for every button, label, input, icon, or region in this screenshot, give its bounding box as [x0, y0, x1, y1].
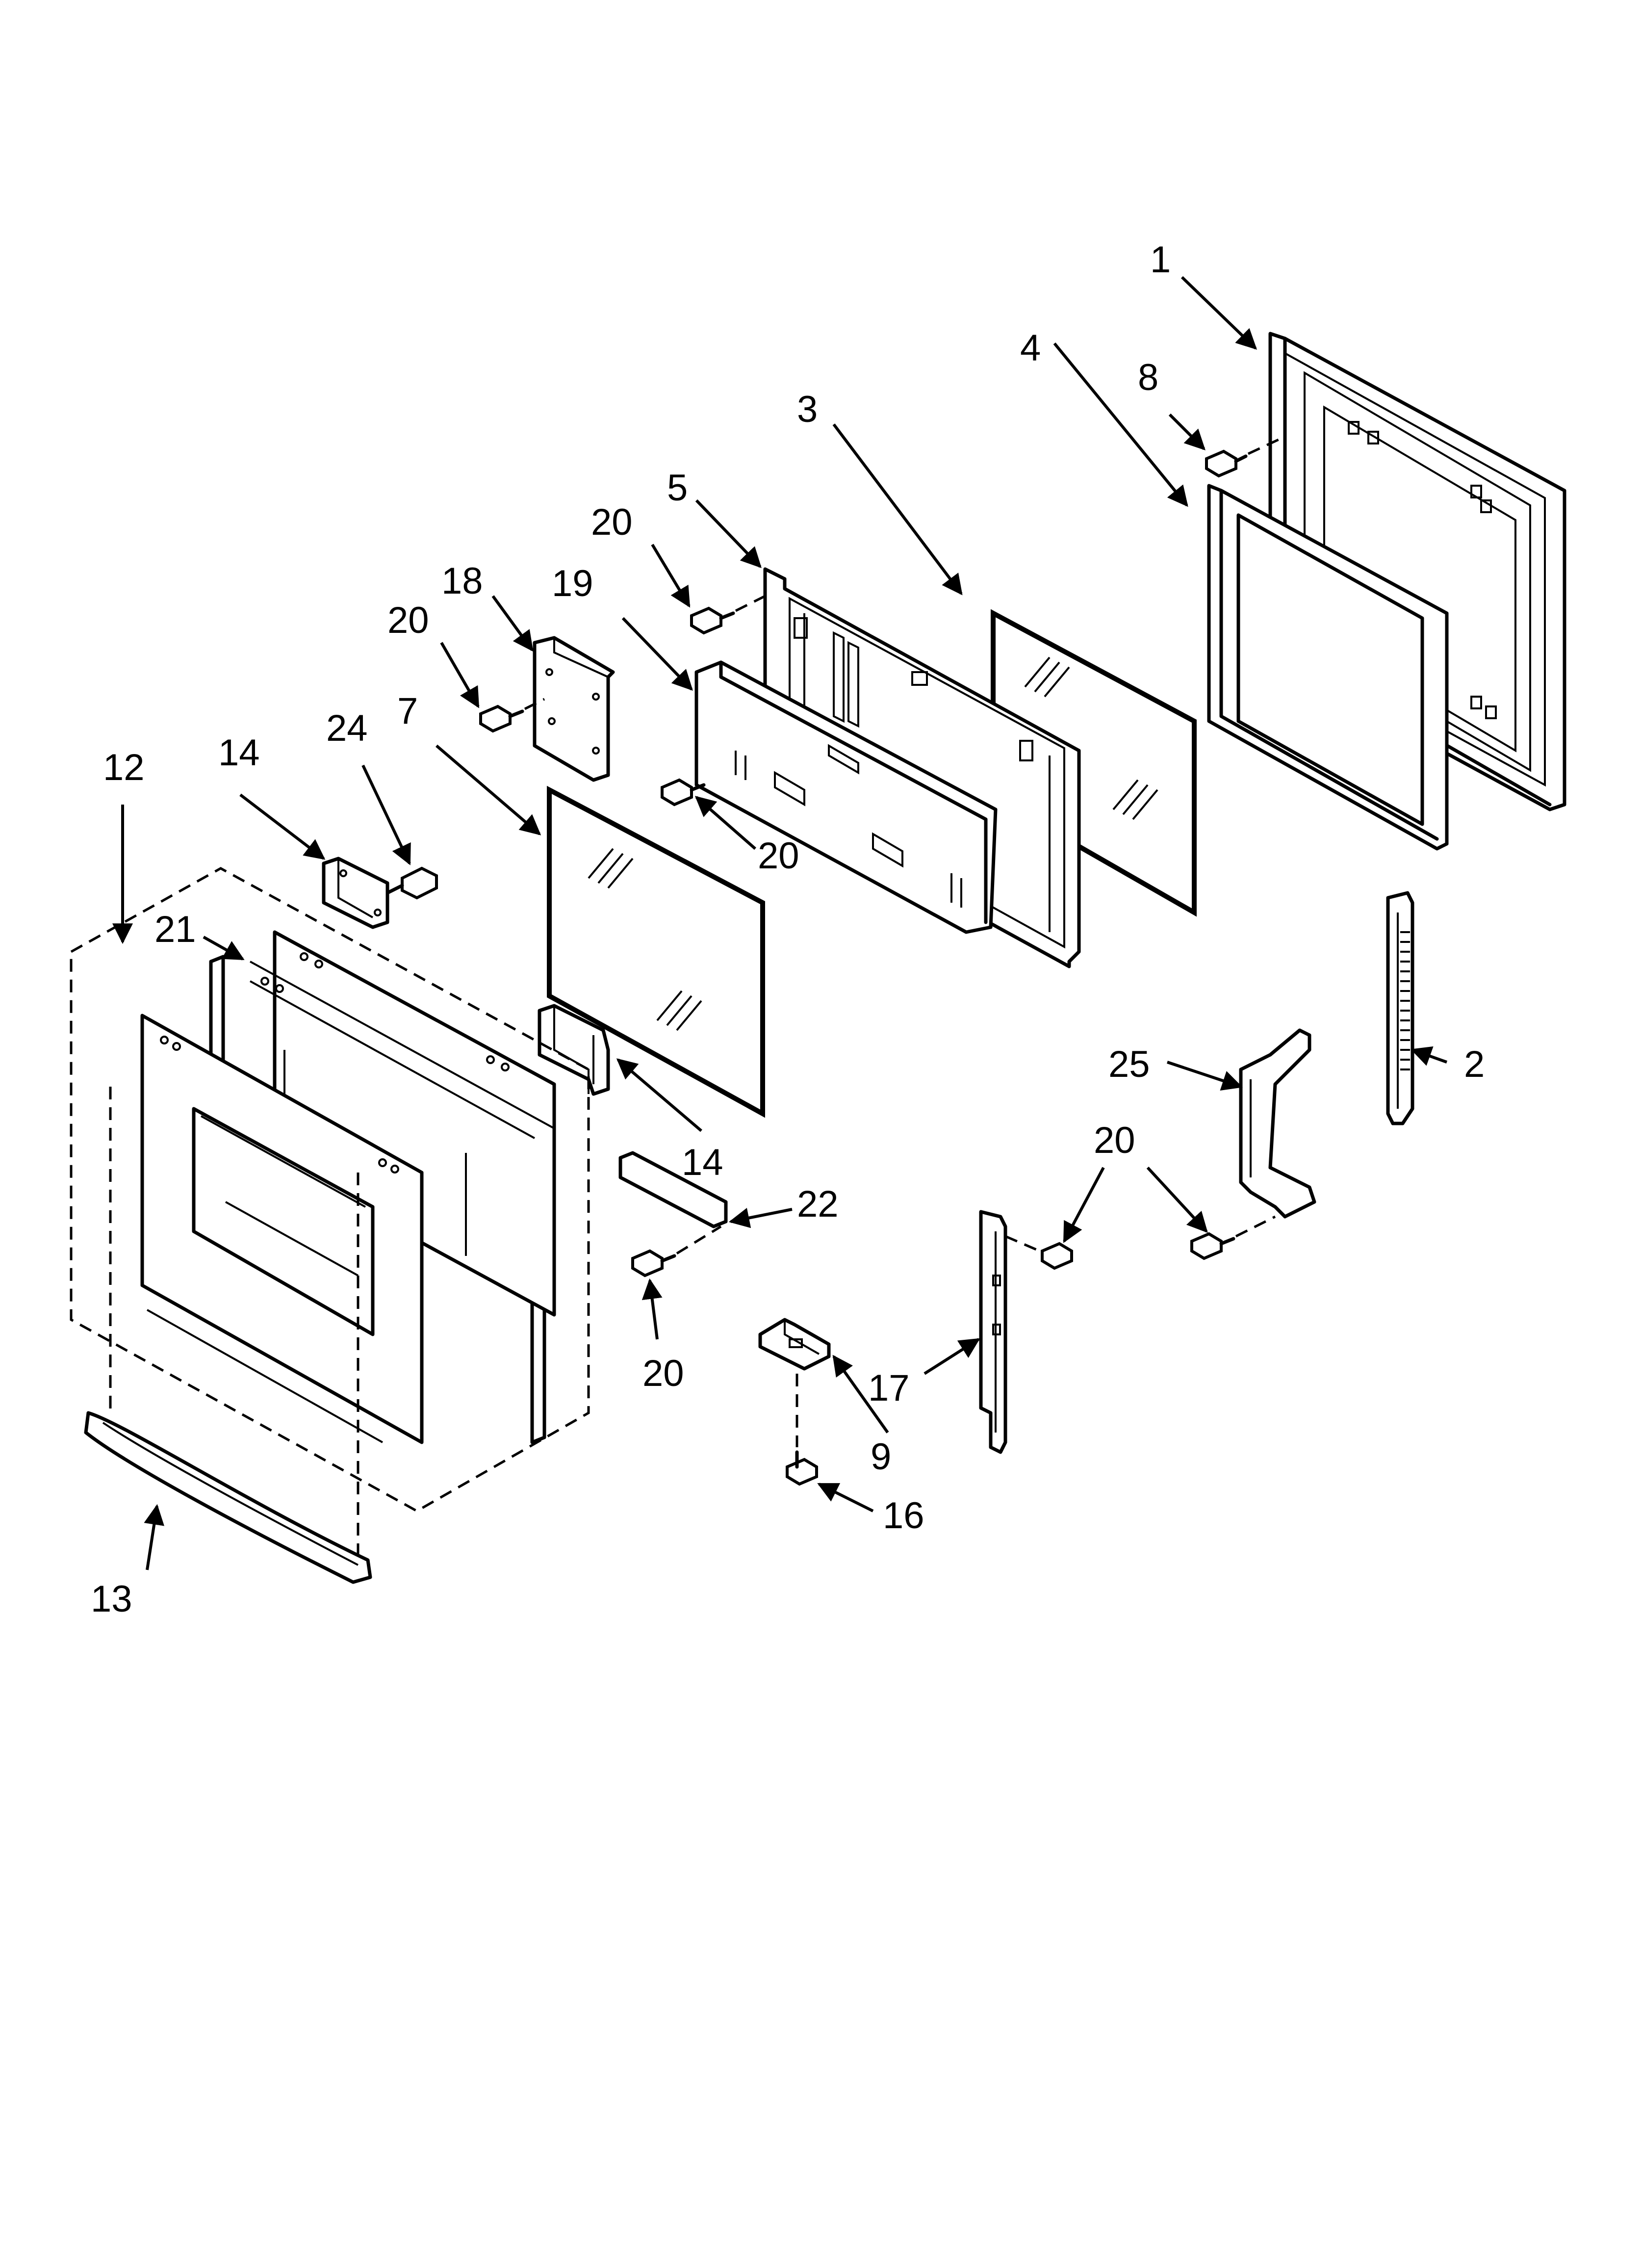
part-25-bracket [1239, 1028, 1316, 1219]
part-13-door-handle [84, 1411, 372, 1584]
part-8-screw [1205, 449, 1248, 478]
callout-20-a: 20 [591, 501, 633, 543]
door-outer-panel [140, 1014, 424, 1444]
screw-20f-line [1235, 1215, 1276, 1238]
callout-2: 2 [1464, 1043, 1485, 1085]
part-20-screw-a [690, 606, 735, 635]
part-17-vertical-bracket [979, 1210, 1007, 1454]
door-inner-panel [250, 930, 556, 1317]
part-18-bracket-plate [533, 636, 615, 782]
callout-4: 4 [1020, 327, 1041, 369]
callout-20-c: 20 [758, 835, 799, 877]
callout-8: 8 [1138, 357, 1158, 398]
part-20-screw-f [1190, 1232, 1235, 1260]
callout-20-d: 20 [642, 1353, 684, 1394]
part-4-inner-frame [1207, 484, 1449, 851]
callout-25: 25 [1108, 1043, 1150, 1085]
part-7-glass-panel [547, 785, 765, 1118]
part-12-outer-door-assembly [70, 867, 590, 1512]
screw-20b-line [524, 698, 545, 710]
screw-20e-line [1005, 1235, 1040, 1252]
part-20-screw-e [1041, 1242, 1073, 1270]
callout-20-e: 20 [1094, 1120, 1135, 1161]
screw-20a-line [735, 595, 766, 612]
callout-14-b: 14 [682, 1142, 723, 1183]
part-2-hinge [1386, 891, 1414, 1125]
callout-22: 22 [797, 1183, 839, 1225]
part-9-clip [758, 1318, 831, 1371]
callout-20-b: 20 [387, 600, 429, 641]
part-20-screw-d [631, 1249, 676, 1277]
part-24-screw [385, 866, 438, 900]
callouts: 1 4 8 3 5 20 18 19 20 24 7 14 12 20 21 1… [91, 239, 1485, 1620]
callout-7: 7 [397, 690, 418, 732]
callout-14-a: 14 [218, 732, 260, 774]
callout-12: 12 [103, 747, 145, 788]
callout-1: 1 [1150, 239, 1171, 281]
callout-19: 19 [552, 563, 593, 604]
callout-3: 3 [797, 389, 818, 430]
callout-5: 5 [667, 467, 688, 509]
callout-9: 9 [871, 1436, 891, 1478]
callout-13: 13 [91, 1578, 132, 1620]
part-22-bracket [618, 1151, 728, 1228]
callout-18: 18 [441, 560, 483, 602]
callout-16: 16 [883, 1495, 924, 1537]
callout-21: 21 [154, 909, 196, 950]
part-20-screw-b [479, 704, 524, 733]
part-14-hinge-bracket-left [322, 857, 389, 929]
leader-lines [112, 276, 1448, 1570]
part-20-screw-c [661, 778, 706, 807]
callout-17: 17 [868, 1367, 910, 1409]
screw-20d-line [676, 1225, 722, 1255]
callout-24: 24 [326, 707, 368, 749]
screw-8-line [1247, 435, 1286, 455]
part-16-screw [786, 1450, 818, 1486]
part-19-shield [694, 660, 998, 934]
